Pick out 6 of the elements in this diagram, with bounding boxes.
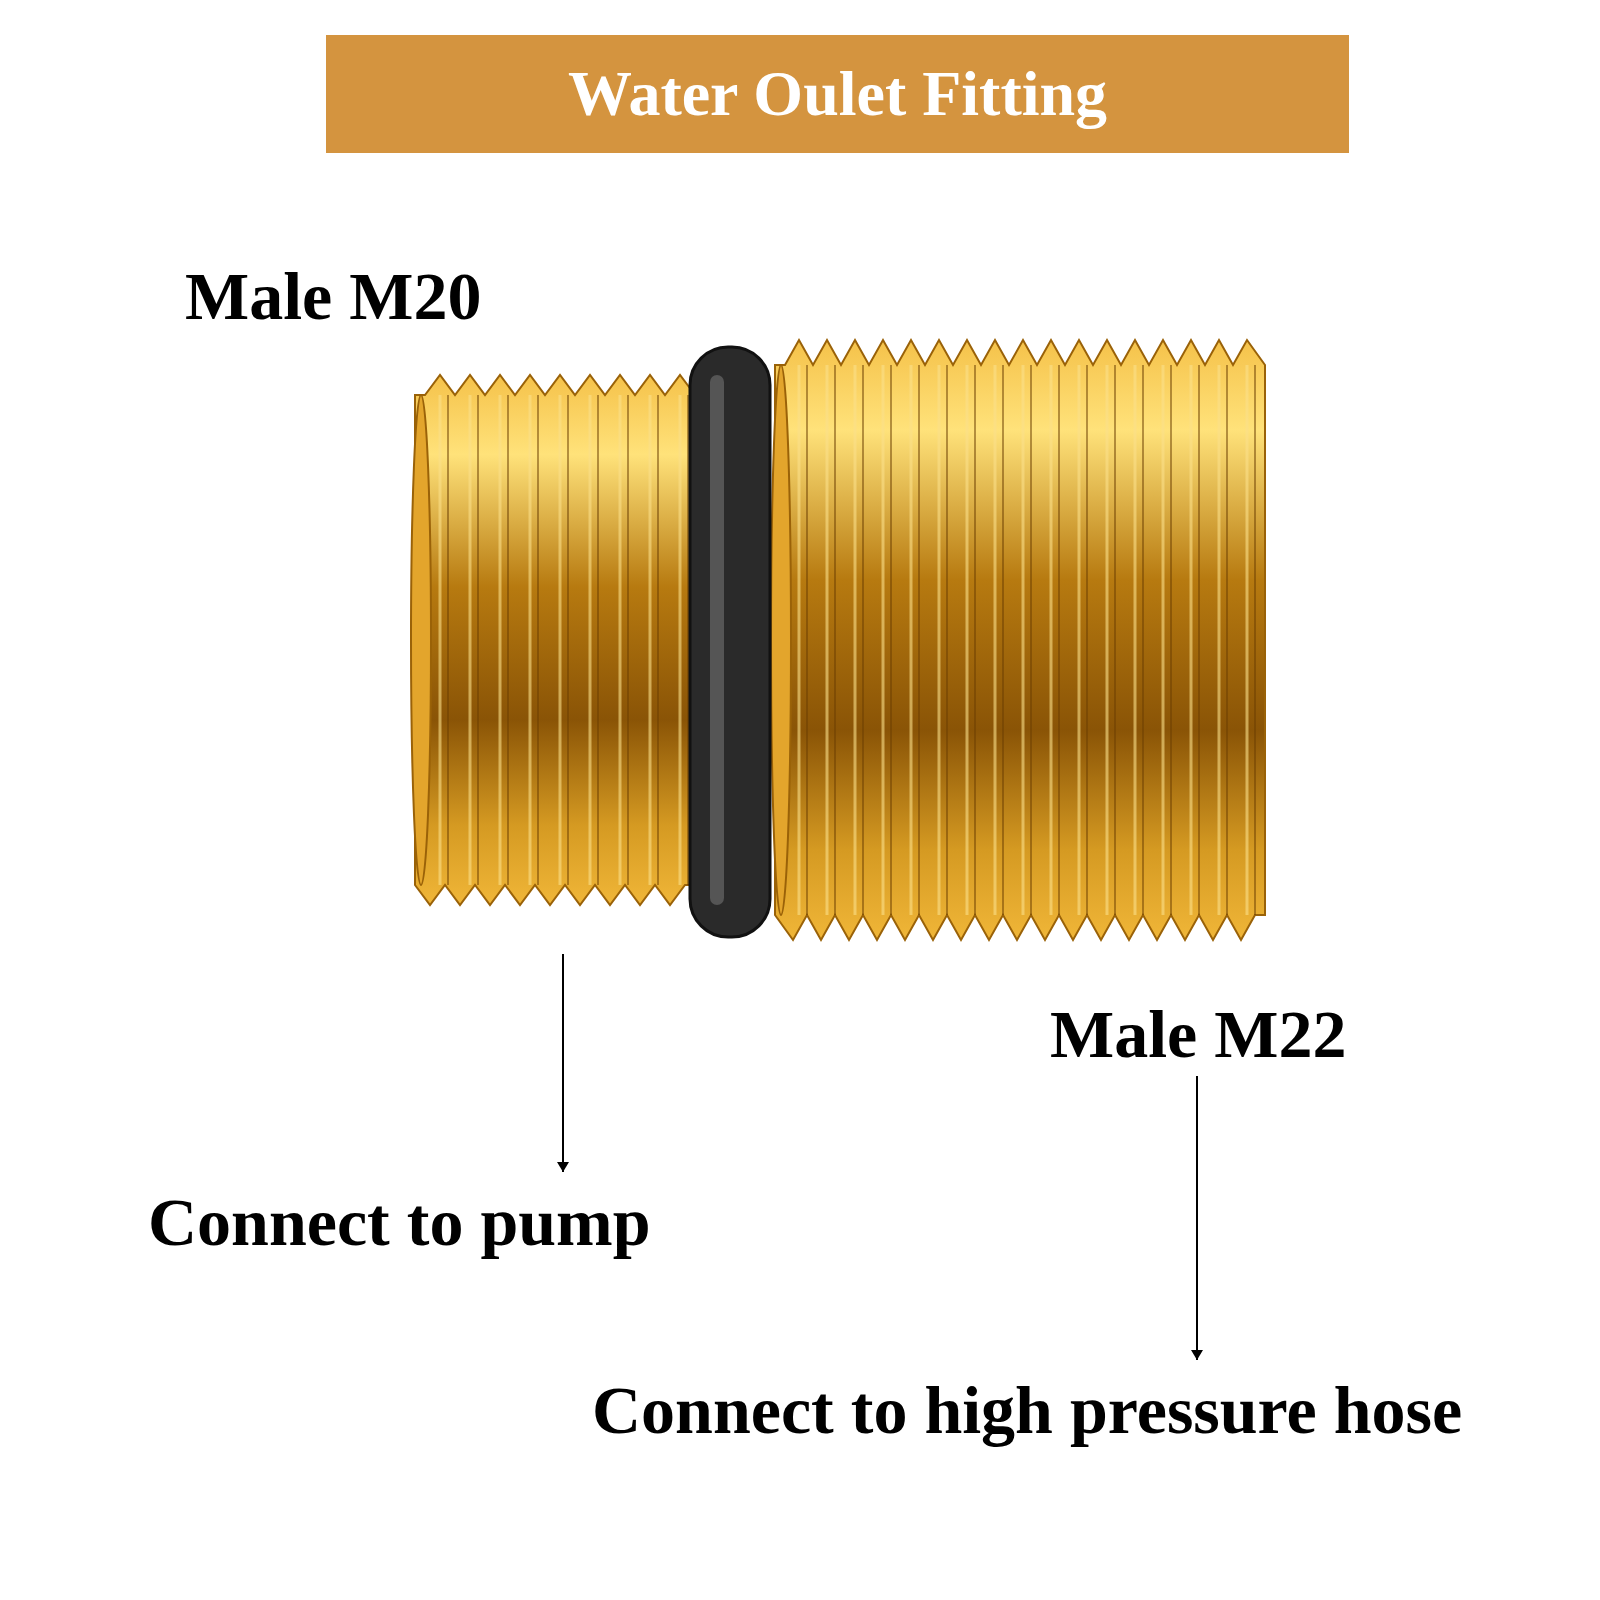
callout-label: Male M22 xyxy=(1050,1000,1347,1068)
title-text: Water Oulet Fitting xyxy=(567,57,1108,131)
callout-label: Male M20 xyxy=(185,262,482,330)
arrow xyxy=(1191,1075,1203,1361)
threaded-fitting-drawing xyxy=(410,337,1266,943)
arrow xyxy=(557,953,569,1173)
